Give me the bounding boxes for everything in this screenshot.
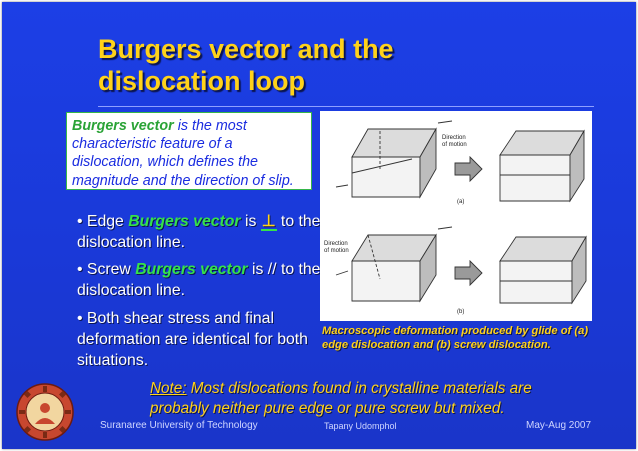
bullet-screw: • Screw Burgers vector is // to the disl… xyxy=(77,259,322,301)
note-label: Note: xyxy=(150,380,187,397)
perpendicular-symbol: ⊥ xyxy=(260,213,277,231)
note-text: Most dislocations found in crystalline m… xyxy=(150,380,532,417)
definition-text: is the most characteristic feature of a … xyxy=(72,118,294,189)
panel-a-label: (a) xyxy=(457,199,464,205)
definition-term: Burgers vector xyxy=(72,118,174,134)
slide-title: Burgers vector and the dislocation loop xyxy=(98,33,394,97)
bullet-edge: • Edge Burgers vector is ⊥ to the disloc… xyxy=(77,211,322,253)
direction-label-b-line-2: of motion xyxy=(324,248,349,254)
dislocation-diagram: Direction of motion Direction of motion … xyxy=(324,120,587,315)
slide-title-line-1: Burgers vector and the xyxy=(98,34,394,64)
dislocation-figure: Direction of motion Direction of motion … xyxy=(320,111,592,321)
bullet-screw-suffix: is // to the dislocation line. xyxy=(77,261,321,299)
definition-box: Burgers vector is the most characteristi… xyxy=(66,112,312,190)
footer-author: Tapany Udomphol xyxy=(324,421,397,431)
direction-label-a-line-2: of motion xyxy=(442,142,467,148)
bullet-edge-suffix: to the dislocation line. xyxy=(77,213,321,251)
bullet-edge-mid: is xyxy=(240,213,261,230)
title-divider xyxy=(98,106,594,107)
university-seal-icon xyxy=(16,383,74,441)
footer-institution: Suranaree University of Technology xyxy=(100,420,258,431)
bullet-screw-term: Burgers vector xyxy=(135,261,248,278)
direction-label-b-line-1: Direction xyxy=(324,241,348,247)
figure-caption: Macroscopic deformation produced by glid… xyxy=(322,325,589,351)
panel-b-label: (b) xyxy=(457,309,464,315)
bullet-edge-prefix: • Edge xyxy=(77,213,129,230)
note: Note: Most dislocations found in crystal… xyxy=(150,379,570,419)
slide-title-line-2: dislocation loop xyxy=(98,66,305,96)
bullet-both: • Both shear stress and final deformatio… xyxy=(77,310,308,369)
bullet-edge-term: Burgers vector xyxy=(128,213,241,230)
footer-date: May-Aug 2007 xyxy=(526,420,592,431)
direction-label-a-line-1: Direction xyxy=(442,135,466,141)
bullet-screw-prefix: • Screw xyxy=(77,261,136,278)
